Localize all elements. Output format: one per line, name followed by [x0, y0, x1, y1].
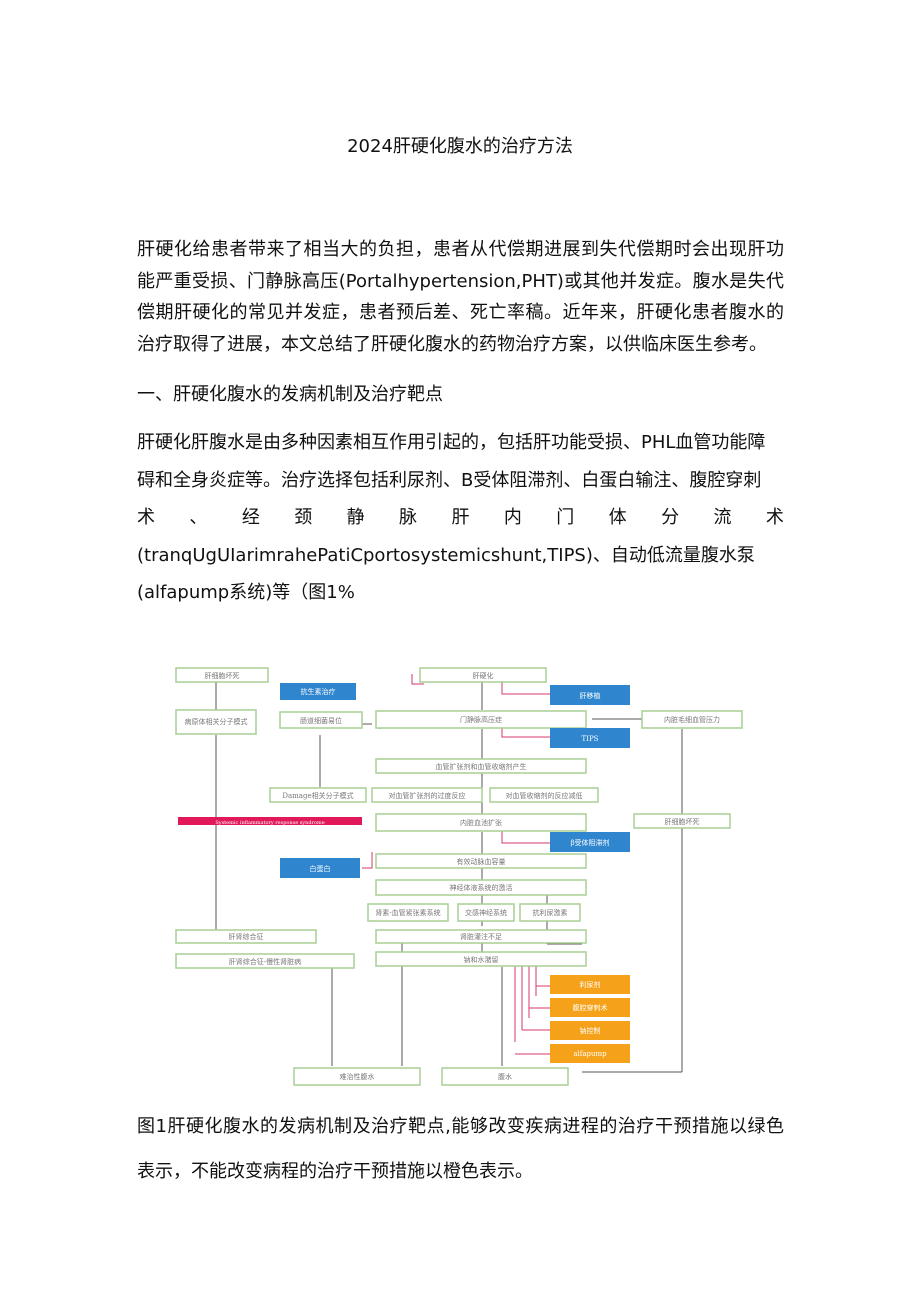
box-splanchnic-vasodilation: 对血管扩张剂的过度反应 [371, 787, 483, 803]
justified-char: 脉 [399, 507, 418, 528]
justified-char: 、 [189, 507, 208, 528]
box-label: 肾脏灌注不足 [460, 932, 502, 941]
box-label: 血管扩张剂和血管收缩剂产生 [436, 762, 527, 771]
justified-char: 肝 [451, 507, 470, 528]
justified-char: 体 [608, 507, 627, 528]
box-antibiotics: 抗生素治疗 [280, 683, 356, 700]
box-intrahepatic-resistance: 内脏毛细血管压力 [641, 710, 743, 729]
section-paragraph: 肝硬化肝腹水是由多种因素相互作用引起的，包括肝功能受损、PHL血管功能障 碍和全… [137, 424, 784, 612]
box-ascites: 腹水 [441, 1067, 569, 1086]
box-sirs: Systemic inflammatory response syndrome [178, 817, 362, 826]
pathogenesis-flowchart: 肝硬化 肝细胞坏死 病原体相关分子模式 肠道细菌易位 门静脉高压症 内脏毛细血管… [175, 667, 743, 1086]
justified-char: 术 [137, 507, 155, 528]
box-alfapump: alfapump [550, 1044, 630, 1063]
box-label: 病原体相关分子模式 [185, 717, 248, 726]
justified-char: 经 [241, 507, 260, 528]
box-label: 交感神经系统 [465, 908, 507, 917]
box-label: Damage相关分子模式 [282, 791, 353, 800]
box-sodium-control: 钠控制 [550, 1021, 630, 1040]
intro-paragraph: 肝硬化给患者带来了相当大的负担，患者从代偿期进展到失代偿期时会出现肝功能严重受损… [137, 239, 784, 355]
box-label: 利尿剂 [580, 980, 601, 989]
box-vasodilators: 血管扩张剂和血管收缩剂产生 [375, 758, 587, 774]
paragraph-line: (alfapump系统)等（图1% [137, 582, 355, 603]
box-cirrhosis: 肝硬化 [419, 667, 547, 683]
section-heading: 一、肝硬化腹水的发病机制及治疗靶点 [137, 384, 443, 405]
box-label: alfapump [573, 1050, 607, 1058]
box-raas: 肾素-血管紧张素系统 [367, 903, 449, 922]
paragraph-line: 肝硬化肝腹水是由多种因素相互作用引起的，包括肝功能受损、PHL血管功能障 [137, 432, 766, 453]
box-adh: 抗利尿激素 [519, 903, 581, 922]
justified-char: 分 [661, 507, 680, 528]
box-portal-hypertension: 门静脉高压症 [375, 710, 587, 729]
box-sodium-retention: 钠和水潴留 [375, 951, 587, 967]
box-renal-perfusion: 肾脏灌注不足 [375, 929, 587, 944]
box-splanchnic-pooling: 内脏血池扩张 [375, 813, 587, 832]
justified-char: 内 [503, 507, 522, 528]
box-liver-necrosis: 肝细胞坏死 [633, 813, 731, 829]
box-label: 抗生素治疗 [301, 687, 336, 696]
box-label: 肝肾综合征-慢性肾脏病 [229, 957, 301, 966]
justified-char: 静 [346, 507, 365, 528]
justified-char: 流 [713, 507, 732, 528]
box-label: 对血管收缩剂的反应减低 [506, 791, 583, 800]
justified-char: 颈 [294, 507, 313, 528]
box-label: β受体阻滞剂 [570, 838, 609, 847]
box-label: 肝肾综合征 [229, 932, 264, 941]
justified-char: 门 [556, 507, 575, 528]
box-label: 对血管扩张剂的过度反应 [389, 791, 466, 800]
box-label: 神经体液系统的激活 [450, 883, 513, 892]
box-label: 有效动脉血容量 [457, 857, 506, 866]
box-label: 肝细胞坏死 [205, 671, 240, 680]
box-refractory-ascites: 难治性腹水 [293, 1067, 421, 1086]
figure-caption: 图1肝硬化腹水的发病机制及治疗靶点,能够改变疾病进程的治疗干预措施以绿色表示，不… [137, 1116, 784, 1182]
box-damps: Damage相关分子模式 [269, 787, 367, 803]
box-label: 腹腔穿刺术 [573, 1003, 608, 1012]
box-diuretics: 利尿剂 [550, 975, 630, 994]
justified-char: 术 [765, 507, 784, 528]
box-transplant: 肝移植 [550, 685, 630, 705]
box-hepatorenal: 肝肾综合征 [175, 929, 317, 944]
paragraph-line: (tranqUgUIarimrahePatiCportosystemicshun… [137, 544, 755, 566]
box-sns: 交感神经系统 [457, 903, 515, 922]
box-label: 肝细胞坏死 [665, 817, 700, 826]
box-albumin: 白蛋白 [280, 858, 360, 878]
paragraph-line-justified: 术 、 经 颈 静 脉 肝 内 门 体 分 流 术 [137, 499, 784, 537]
box-label: 钠控制 [580, 1026, 601, 1035]
box-tips: TIPS [550, 728, 630, 748]
box-effective-volume: 有效动脉血容量 [375, 853, 587, 869]
box-label: TIPS [582, 735, 599, 743]
box-label: 肝移植 [580, 691, 601, 700]
box-label: 腹水 [498, 1072, 512, 1081]
box-vasoconstrictor-hyporesponse: 对血管收缩剂的反应减低 [489, 787, 599, 803]
box-label: Systemic inflammatory response syndrome [215, 820, 324, 826]
box-label: 难治性腹水 [340, 1072, 375, 1081]
box-label: 抗利尿激素 [533, 908, 568, 917]
box-label: 肝硬化 [473, 671, 494, 680]
box-neurohumoral: 神经体液系统的激活 [375, 879, 587, 896]
box-label: 肾素-血管紧张素系统 [375, 908, 440, 917]
document-title: 2024肝硬化腹水的治疗方法 [347, 136, 573, 157]
box-pamps: 病原体相关分子模式 [175, 709, 257, 735]
box-label: 白蛋白 [310, 864, 331, 873]
box-label: 内脏血池扩张 [460, 818, 502, 827]
box-liver-failure: 肝细胞坏死 [175, 667, 269, 683]
box-hrs-ckd: 肝肾综合征-慢性肾脏病 [175, 953, 355, 969]
box-bacterial-translocation: 肠道细菌易位 [279, 711, 363, 729]
box-beta-blockers: β受体阻滞剂 [550, 832, 630, 852]
box-label: 钠和水潴留 [464, 955, 499, 964]
box-label: 肠道细菌易位 [300, 716, 342, 725]
box-label: 门静脉高压症 [460, 715, 502, 724]
box-paracentesis: 腹腔穿刺术 [550, 998, 630, 1017]
box-label: 内脏毛细血管压力 [664, 715, 720, 724]
paragraph-line: 碍和全身炎症等。治疗选择包括利尿剂、B受体阻滞剂、白蛋白输注、腹腔穿刺 [137, 469, 762, 491]
